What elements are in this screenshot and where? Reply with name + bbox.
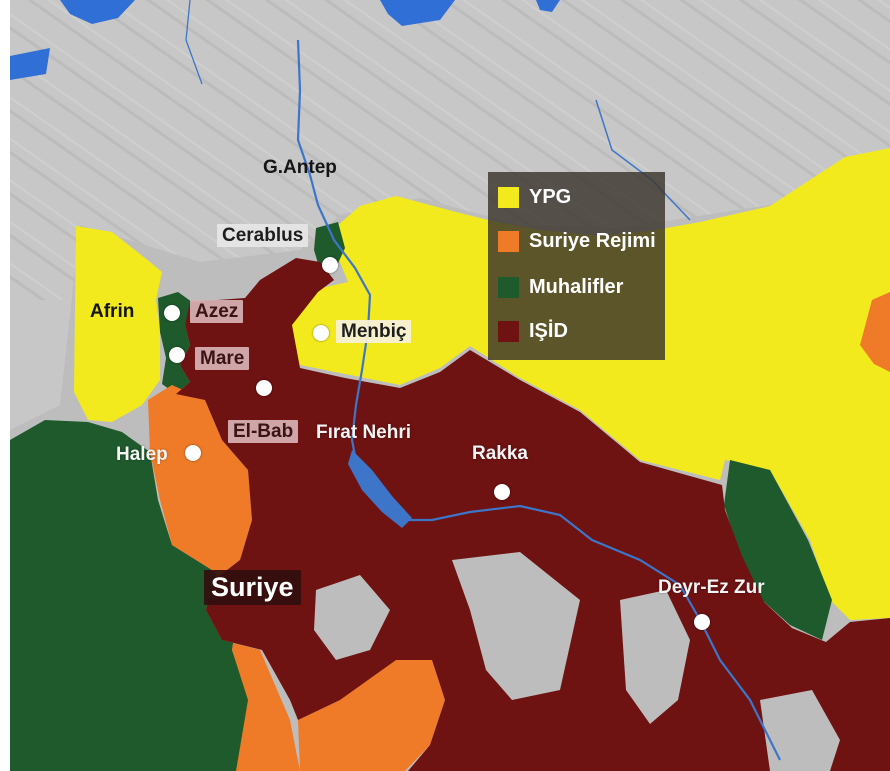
legend-swatch-suriye-rejimi	[498, 230, 519, 252]
lake-3	[10, 48, 50, 80]
label-mare: Mare	[195, 347, 250, 370]
lake-1	[60, 0, 135, 24]
lake-4	[536, 0, 560, 12]
legend-item-muhalifler: Muhalifler	[498, 274, 623, 300]
legend-swatch-ypg	[498, 186, 519, 208]
city-dot-halep	[185, 445, 201, 461]
label-azez: Azez	[190, 300, 244, 323]
city-dot-menbic	[313, 325, 329, 341]
city-dot-elbab	[256, 380, 272, 396]
legend-label-suriye-rejimi: Suriye Rejimi	[529, 229, 656, 252]
label-deyr-ez-zur: Deyr-Ez Zur	[658, 577, 765, 598]
label-gantep: G.Antep	[263, 157, 337, 178]
muhalifler-east-region	[724, 460, 832, 640]
rejim-east-patch	[860, 292, 890, 372]
lake-2	[380, 0, 455, 26]
label-cerablus: Cerablus	[217, 224, 309, 247]
city-dot-rakka	[494, 484, 510, 500]
legend-label-ypg: YPG	[529, 185, 572, 208]
muhalifler-west-region	[10, 420, 250, 771]
legend-swatch-isid	[498, 320, 519, 342]
city-dot-cerablus	[322, 257, 338, 273]
label-halep: Halep	[116, 444, 168, 465]
legend-item-ypg: YPG	[498, 184, 571, 210]
ypg-afrin-region	[74, 226, 162, 422]
desert-gap-3	[314, 575, 390, 660]
legend-item-suriye-rejimi: Suriye Rejimi	[498, 228, 656, 254]
firat-reservoir	[348, 450, 412, 528]
rejim-south-region	[298, 660, 445, 771]
label-menbic: Menbiç	[336, 320, 412, 343]
muhalifler-cerablus-strip	[314, 222, 345, 272]
ypg-east-region	[288, 148, 890, 620]
label-elbab: El-Bab	[228, 420, 299, 443]
desert-gap-1	[452, 552, 580, 700]
legend-label-isid: IŞİD	[529, 319, 568, 342]
label-rakka: Rakka	[472, 443, 528, 464]
label-suriye: Suriye	[204, 570, 301, 605]
label-afrin: Afrin	[90, 301, 135, 322]
legend-swatch-muhalifler	[498, 276, 519, 298]
legend-item-isid: IŞİD	[498, 318, 568, 344]
city-dot-azez	[164, 305, 180, 321]
legend-label-muhalifler: Muhalifler	[529, 275, 624, 298]
label-firat-nehri: Fırat Nehri	[316, 422, 412, 443]
city-dot-deyr	[694, 614, 710, 630]
tributary-east	[595, 99, 691, 221]
desert-gap-4	[760, 690, 840, 771]
city-dot-mare	[169, 347, 185, 363]
tributary-north	[185, 0, 203, 85]
left-margin	[0, 0, 10, 771]
rejim-halep-region	[148, 385, 300, 771]
map-legend: YPG Suriye Rejimi Muhalifler IŞİD	[488, 172, 665, 360]
desert-gap-2	[620, 590, 690, 724]
